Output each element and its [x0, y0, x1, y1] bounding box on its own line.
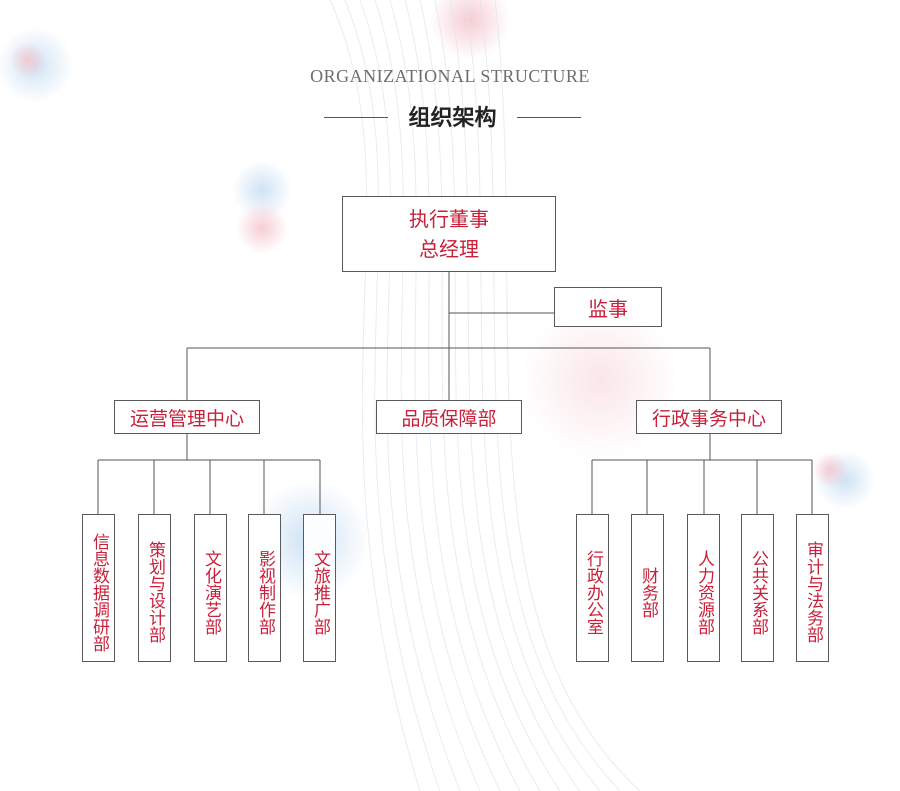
dept-label: 文旅推广部 [310, 549, 330, 635]
dept-label: 审计与法务部 [803, 541, 823, 643]
node-executive-director-gm: 执行董事 总经理 [342, 196, 556, 272]
node-general-manager-label: 总经理 [419, 237, 479, 261]
dept-label: 行政办公室 [583, 549, 603, 635]
dept-admin-4: 审计与法务部 [796, 514, 829, 662]
title-block: 组织架构 [0, 100, 900, 134]
node-operations-center-label: 运营管理中心 [129, 407, 244, 430]
dept-admin-1: 财务部 [631, 514, 664, 662]
dept-admin-3: 公共关系部 [741, 514, 774, 662]
title-rule-right [517, 117, 581, 118]
dept-ops-4: 文旅推广部 [303, 514, 336, 662]
node-operations-center: 运营管理中心 [114, 400, 260, 434]
dept-ops-0: 信息数据调研部 [82, 514, 115, 662]
node-supervisor-label: 监事 [588, 296, 628, 321]
page-title: 组织架构 [408, 106, 497, 131]
node-quality-assurance: 品质保障部 [376, 400, 522, 434]
dept-label: 策划与设计部 [145, 541, 165, 643]
dept-ops-3: 影视制作部 [248, 514, 281, 662]
dept-label: 文化演艺部 [201, 549, 221, 635]
dept-admin-2: 人力资源部 [687, 514, 720, 662]
dept-ops-1: 策划与设计部 [138, 514, 171, 662]
dept-label: 信息数据调研部 [89, 532, 109, 652]
title-rule-left [324, 117, 388, 118]
subtitle-english: ORGANIZATIONAL STRUCTURE [310, 66, 590, 86]
node-supervisor: 监事 [554, 287, 662, 327]
dept-admin-0: 行政办公室 [576, 514, 609, 662]
dept-label: 影视制作部 [255, 549, 275, 635]
dept-label: 人力资源部 [694, 549, 714, 635]
node-executive-director-label: 执行董事 [409, 207, 489, 231]
dept-label: 公共关系部 [748, 549, 768, 635]
dept-label: 财务部 [638, 566, 658, 618]
dept-ops-2: 文化演艺部 [194, 514, 227, 662]
node-admin-center: 行政事务中心 [636, 400, 782, 434]
node-quality-assurance-label: 品质保障部 [401, 407, 497, 430]
node-admin-center-label: 行政事务中心 [651, 407, 766, 430]
